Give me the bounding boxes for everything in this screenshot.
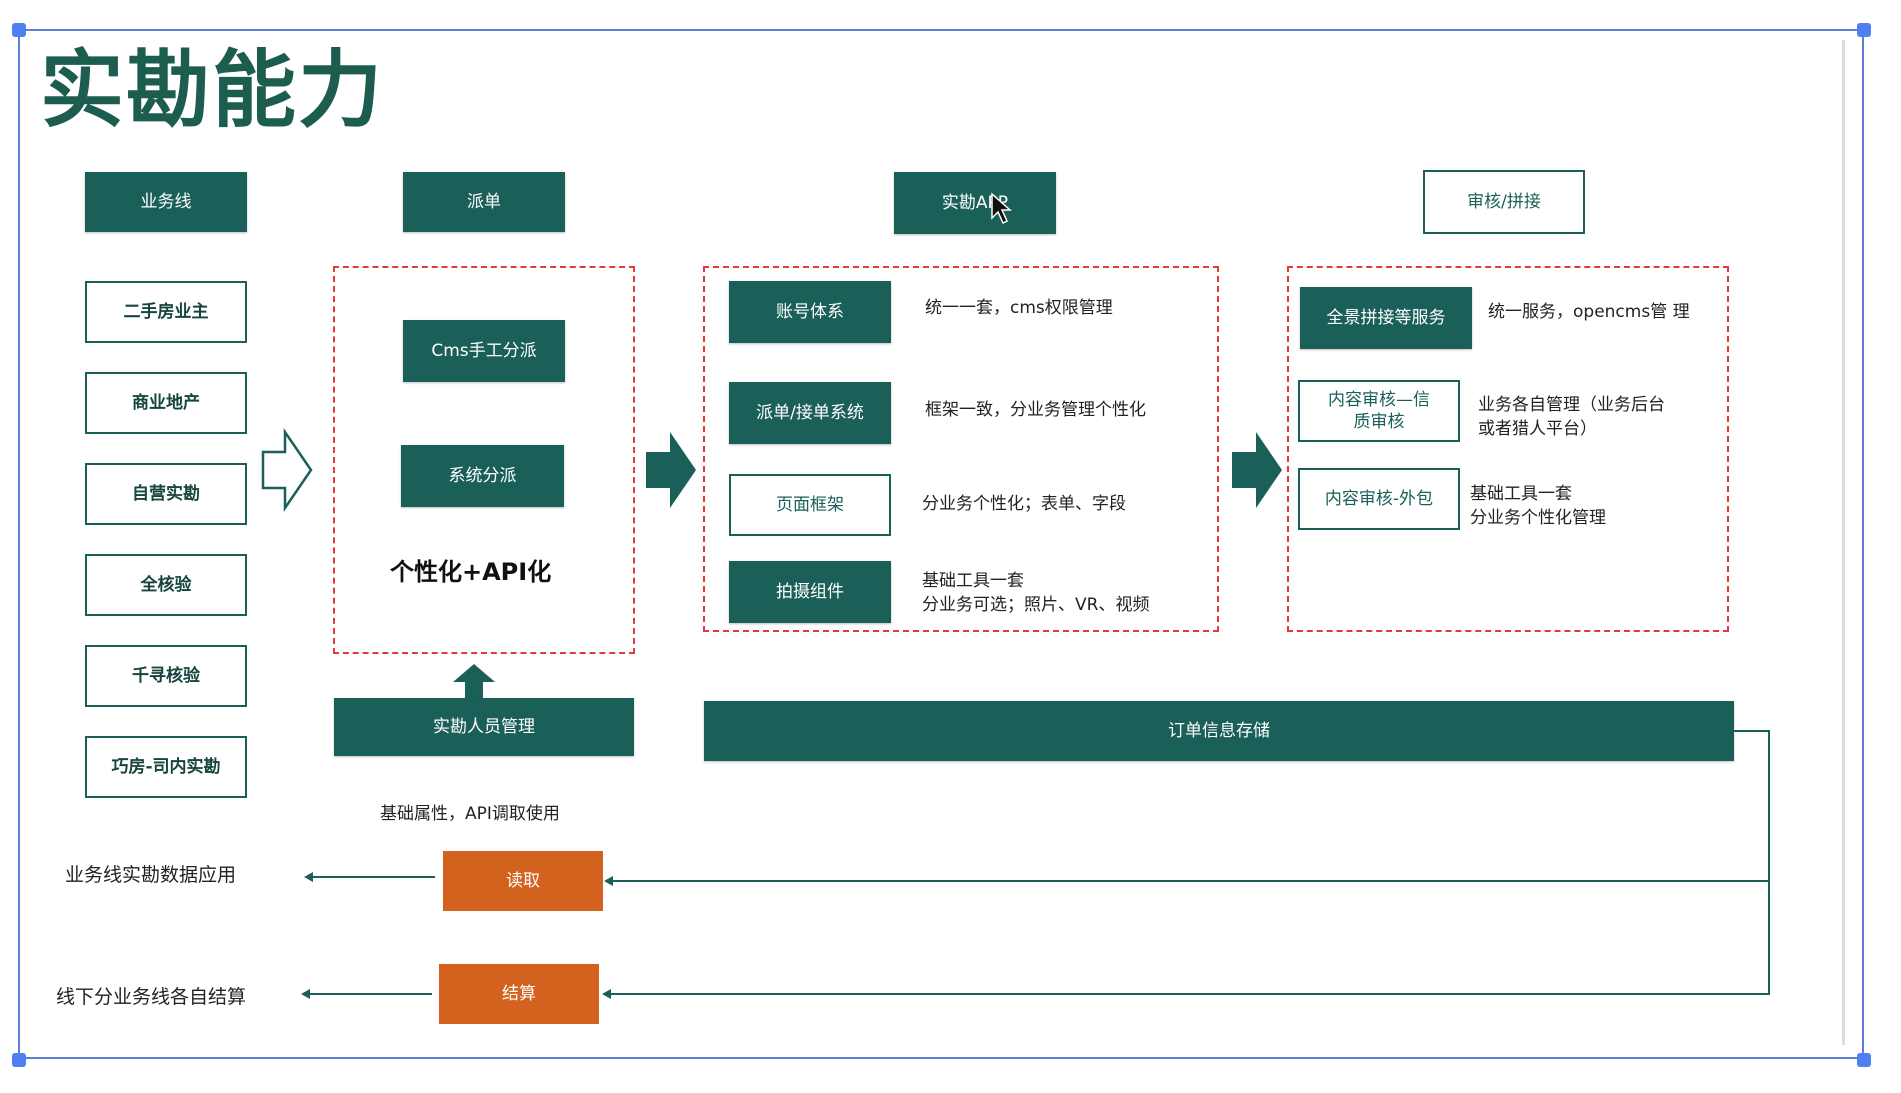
resize-handle-bottom-left[interactable] [12,1053,26,1067]
review-module-name-line: 质审核 [1353,412,1405,432]
header-dispatch: 派单 [403,172,565,232]
cms-manual-dispatch: Cms手工分派 [403,320,565,382]
review-module-panorama: 全景拼接等服务 [1300,287,1472,349]
read-target-label: 业务线实勘数据应用 [65,864,237,886]
read-box: 读取 [443,851,603,911]
header-app: 实勘APP [894,172,1056,234]
order-storage: 订单信息存储 [704,701,1734,761]
up-arrow-icon [453,664,495,700]
review-module-desc: 或者猎人平台） [1478,419,1597,439]
resize-handle-top-right[interactable] [1857,23,1871,37]
app-module-dispatch-system: 派单/接单系统 [729,382,891,444]
arrow-left-icon [301,989,310,999]
vertical-scrollbar[interactable] [1842,40,1845,1045]
arrow-left-icon [604,876,613,886]
settle-target-label: 线下分业务线各自结算 [56,986,247,1008]
review-module-desc: 统一服务，opencms管 理 [1488,302,1690,322]
app-module-desc: 框架一致，分业务管理个性化 [925,400,1146,420]
solid-right-arrow-icon [1232,432,1282,508]
arrow-left-icon [304,872,313,882]
app-module-capture: 拍摄组件 [729,561,891,623]
canvas-frame [18,29,1864,1059]
review-module-name-line: 内容审核—信 [1328,389,1430,410]
connector-line [612,880,1770,882]
hollow-right-arrow-icon [261,427,313,513]
review-module-desc: 分业务个性化管理 [1470,508,1606,528]
review-module-desc: 业务各自管理（业务后台 [1478,395,1665,415]
app-module-desc: 基础工具一套 [922,571,1024,591]
business-line-item: 二手房业主 [85,281,247,343]
connector-line [610,993,1770,995]
mouse-pointer-icon [991,192,1012,225]
header-business-line: 业务线 [85,172,247,232]
dispatch-group [333,266,635,654]
connector-line [1734,730,1770,732]
app-module-desc: 分业务个性化；表单、字段 [922,494,1126,514]
connector-line [310,993,432,995]
review-group [1287,266,1729,632]
staff-note: 基础属性，API调取使用 [380,804,560,824]
app-module-desc: 分业务可选；照片、VR、视频 [922,595,1150,615]
resize-handle-bottom-right[interactable] [1857,1053,1871,1067]
review-module-desc: 基础工具一套 [1470,484,1572,504]
settle-box: 结算 [439,964,599,1024]
system-dispatch: 系统分派 [401,445,564,507]
app-module-account: 账号体系 [729,281,891,343]
business-line-item: 商业地产 [85,372,247,434]
connector-line [1768,730,1770,995]
dispatch-label: 个性化+API化 [390,558,552,586]
connector-line [313,876,435,878]
business-line-item: 巧房-司内实勘 [85,736,247,798]
business-line-item: 千寻核验 [85,645,247,707]
staff-management: 实勘人员管理 [334,698,634,756]
resize-handle-top-left[interactable] [12,23,26,37]
review-module-content-audit: 内容审核—信 质审核 [1298,380,1460,442]
app-group [703,266,1219,632]
header-review: 审核/拼接 [1423,170,1585,234]
arrow-left-icon [602,989,611,999]
app-module-page-frame: 页面框架 [729,474,891,536]
business-line-item: 全核验 [85,554,247,616]
solid-right-arrow-icon [646,432,696,508]
page-title: 实勘能力 [40,41,385,139]
app-module-desc: 统一一套，cms权限管理 [925,298,1113,318]
review-module-outsource: 内容审核-外包 [1298,468,1460,530]
business-line-item: 自营实勘 [85,463,247,525]
